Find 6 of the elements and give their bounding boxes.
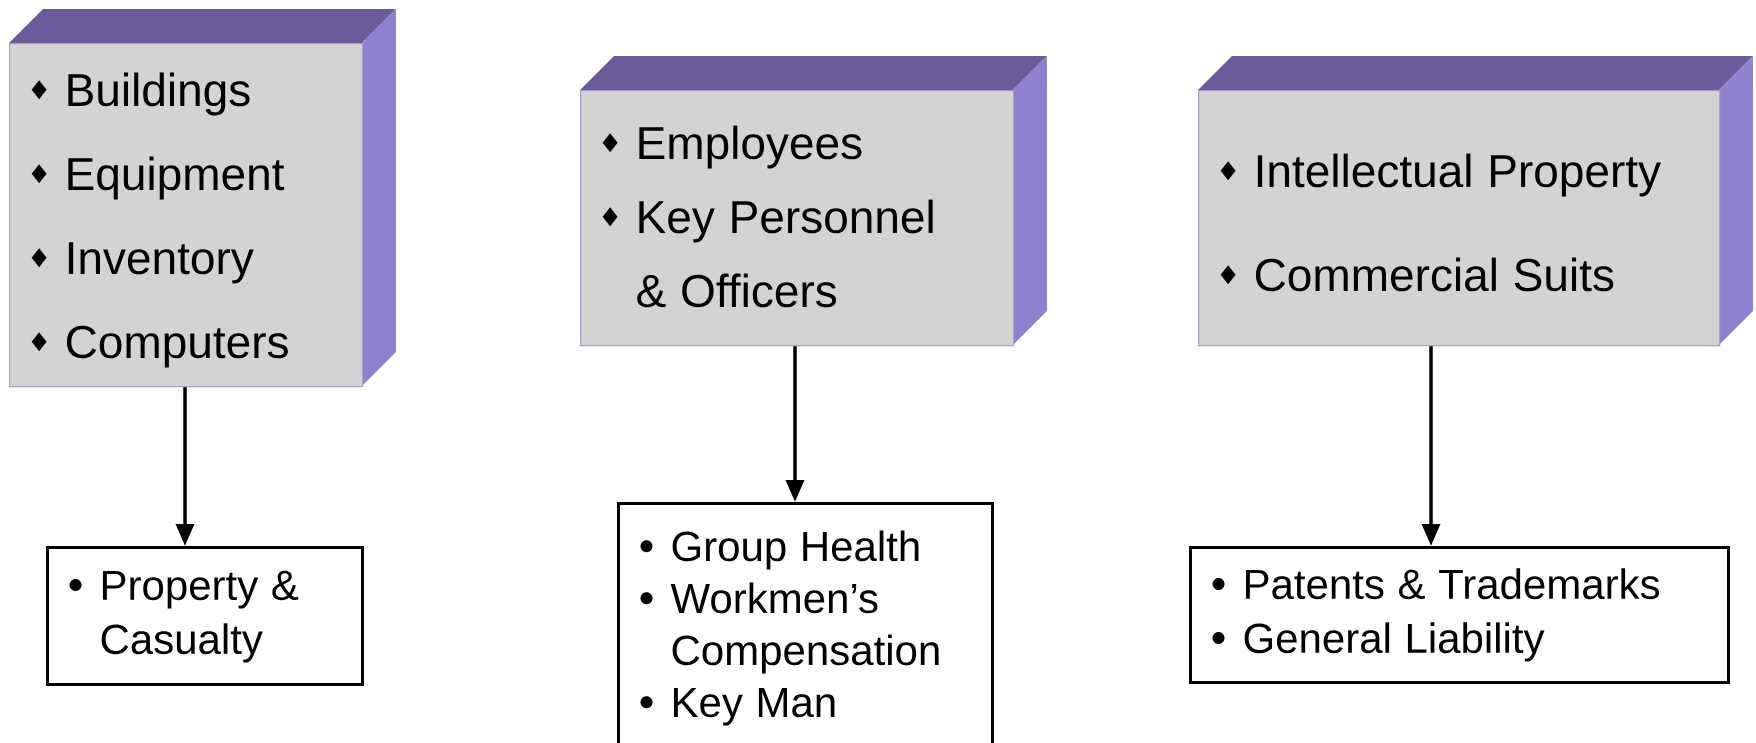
list-box: Property & Casualty xyxy=(46,546,364,686)
cube-box: Buildings Equipment Inventory Computers xyxy=(9,9,396,388)
list-box: Patents & Trademarks General Liability xyxy=(1189,546,1730,684)
list-box: Group Health Workmen’s Compensation Key Man xyxy=(617,502,994,743)
cube-box: Employees Key Personnel & Officers xyxy=(580,56,1047,347)
cube-box: Intellectual Property Commercial Suits xyxy=(1198,56,1753,347)
